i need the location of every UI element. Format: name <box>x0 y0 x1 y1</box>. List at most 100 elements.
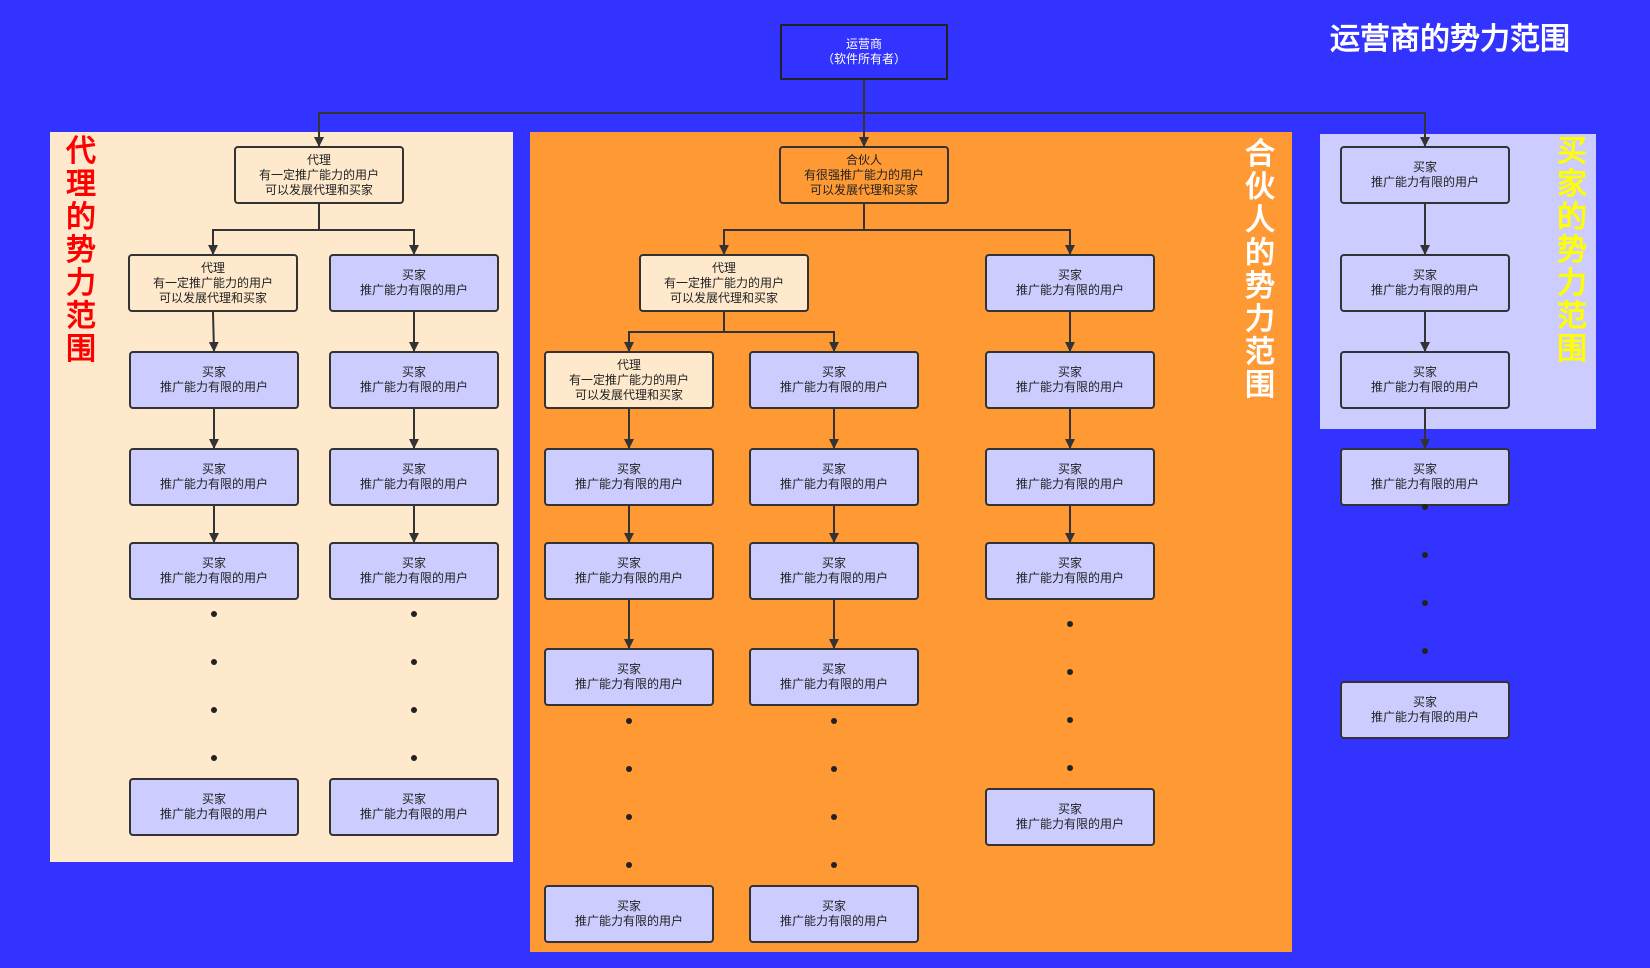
buyer-node[interactable]: 买家推广能力有限的用户 <box>1340 448 1510 506</box>
buyer-node[interactable]: 买家推广能力有限的用户 <box>749 448 919 506</box>
ellipsis-dot <box>1067 765 1073 771</box>
buyer-node-text: 推广能力有限的用户 <box>574 677 683 691</box>
agent-node-text: 有一定推广能力的用户 <box>663 275 784 290</box>
connector-arrow <box>624 312 725 352</box>
buyer-node-text: 推广能力有限的用户 <box>1370 283 1479 297</box>
buyer-region-label: 买家的势力范围 <box>1557 134 1587 367</box>
buyer-node[interactable]: 买家推广能力有限的用户 <box>544 648 714 706</box>
ellipsis-dot <box>831 814 837 820</box>
partner-node-text: 可以发展代理和买家 <box>809 182 918 197</box>
connector-arrow <box>863 204 1075 255</box>
agent-node[interactable]: 代理有一定推广能力的用户可以发展代理和买家 <box>639 254 809 312</box>
buyer-node-text: 买家 <box>616 462 641 476</box>
buyer-node-text: 推广能力有限的用户 <box>159 380 268 394</box>
buyer-node-text: 买家 <box>401 462 426 476</box>
connector-arrow <box>208 204 320 255</box>
root-node-text: （软件所有者） <box>821 52 906 66</box>
buyer-node[interactable]: 买家推广能力有限的用户 <box>749 648 919 706</box>
buyer-node-text: 买家 <box>401 792 426 806</box>
ellipsis-dot <box>411 707 417 713</box>
buyer-node-text: 推广能力有限的用户 <box>574 477 683 491</box>
buyer-node-text: 买家 <box>821 556 846 570</box>
agent-node-text: 可以发展代理和买家 <box>264 182 373 197</box>
buyer-node-text: 推广能力有限的用户 <box>1370 175 1479 189</box>
buyer-node[interactable]: 买家推广能力有限的用户 <box>544 448 714 506</box>
buyer-node-text: 买家 <box>616 556 641 570</box>
buyer-node[interactable]: 买家推广能力有限的用户 <box>1340 681 1510 739</box>
buyer-node-text: 买家 <box>401 268 426 282</box>
buyer-node[interactable]: 买家推广能力有限的用户 <box>129 448 299 506</box>
connector-arrow <box>318 204 419 255</box>
buyer-node-text: 推广能力有限的用户 <box>1015 283 1124 297</box>
buyer-node[interactable]: 买家推广能力有限的用户 <box>329 254 499 312</box>
buyer-node[interactable]: 买家推广能力有限的用户 <box>985 351 1155 409</box>
connector-arrow <box>314 80 865 147</box>
buyer-node-text: 推广能力有限的用户 <box>574 571 683 585</box>
buyer-node[interactable]: 买家推广能力有限的用户 <box>544 885 714 943</box>
buyer-node[interactable]: 买家推广能力有限的用户 <box>985 788 1155 846</box>
buyer-node-text: 推广能力有限的用户 <box>159 477 268 491</box>
buyer-node-text: 买家 <box>401 556 426 570</box>
buyer-node-text: 买家 <box>401 365 426 379</box>
buyer-node-text: 买家 <box>1057 556 1082 570</box>
buyer-node-text: 推广能力有限的用户 <box>359 283 468 297</box>
ellipsis-dot <box>1422 648 1428 654</box>
buyer-node-text: 买家 <box>1412 695 1437 709</box>
buyer-node-text: 买家 <box>1057 462 1082 476</box>
buyer-node[interactable]: 买家推广能力有限的用户 <box>985 448 1155 506</box>
ellipsis-dot <box>411 659 417 665</box>
partner-node-text: 合伙人 <box>845 152 882 167</box>
buyer-node[interactable]: 买家推广能力有限的用户 <box>129 778 299 836</box>
buyer-node[interactable]: 买家推广能力有限的用户 <box>329 542 499 600</box>
ellipsis-dot <box>1422 600 1428 606</box>
agent-node-text: 可以发展代理和买家 <box>669 290 778 305</box>
buyer-node[interactable]: 买家推广能力有限的用户 <box>544 542 714 600</box>
ellipsis-dot <box>626 814 632 820</box>
buyer-node-text: 买家 <box>821 365 846 379</box>
ellipsis-dot <box>831 862 837 868</box>
connector-arrow <box>208 311 219 352</box>
buyer-node-text: 推广能力有限的用户 <box>1370 477 1479 491</box>
buyer-node[interactable]: 买家推广能力有限的用户 <box>329 351 499 409</box>
buyer-node[interactable]: 买家推广能力有限的用户 <box>329 778 499 836</box>
buyer-node[interactable]: 买家推广能力有限的用户 <box>329 448 499 506</box>
agent-node-text: 可以发展代理和买家 <box>158 290 267 305</box>
buyer-node[interactable]: 买家推广能力有限的用户 <box>129 542 299 600</box>
buyer-node[interactable]: 买家推广能力有限的用户 <box>1340 351 1510 409</box>
partner-node-text: 有很强推广能力的用户 <box>803 167 924 182</box>
ellipsis-dot <box>626 766 632 772</box>
partner-node[interactable]: 合伙人有很强推广能力的用户可以发展代理和买家 <box>779 146 949 204</box>
buyer-node[interactable]: 买家推广能力有限的用户 <box>749 885 919 943</box>
buyer-node-text: 买家 <box>616 662 641 676</box>
agent-node-text: 代理 <box>200 260 225 275</box>
buyer-node-text: 买家 <box>201 556 226 570</box>
agent-node[interactable]: 代理有一定推广能力的用户可以发展代理和买家 <box>234 146 404 204</box>
agent-node[interactable]: 代理有一定推广能力的用户可以发展代理和买家 <box>128 254 298 312</box>
buyer-node-text: 推广能力有限的用户 <box>359 380 468 394</box>
agent-node[interactable]: 代理有一定推广能力的用户可以发展代理和买家 <box>544 351 714 409</box>
buyer-node[interactable]: 买家推广能力有限的用户 <box>1340 146 1510 204</box>
buyer-node-text: 推广能力有限的用户 <box>779 677 888 691</box>
buyer-node-text: 推广能力有限的用户 <box>1015 477 1124 491</box>
buyer-node-text: 买家 <box>821 899 846 913</box>
buyer-node[interactable]: 买家推广能力有限的用户 <box>1340 254 1510 312</box>
buyer-node-text: 推广能力有限的用户 <box>359 571 468 585</box>
buyer-node[interactable]: 买家推广能力有限的用户 <box>985 542 1155 600</box>
buyer-node-text: 买家 <box>1412 160 1437 174</box>
buyer-node-text: 买家 <box>201 365 226 379</box>
buyer-node-text: 推广能力有限的用户 <box>359 807 468 821</box>
ellipsis-dot <box>211 659 217 665</box>
buyer-node[interactable]: 买家推广能力有限的用户 <box>749 351 919 409</box>
buyer-node[interactable]: 买家推广能力有限的用户 <box>749 542 919 600</box>
buyer-node[interactable]: 买家推广能力有限的用户 <box>985 254 1155 312</box>
buyer-node-text: 买家 <box>821 462 846 476</box>
buyer-node[interactable]: 买家推广能力有限的用户 <box>129 351 299 409</box>
agent-node-text: 有一定推广能力的用户 <box>568 372 689 387</box>
root-node[interactable]: 运营商（软件所有者） <box>780 24 948 80</box>
buyer-node-text: 推广能力有限的用户 <box>1370 380 1479 394</box>
buyer-node-text: 买家 <box>201 792 226 806</box>
buyer-node-text: 买家 <box>1412 462 1437 476</box>
agent-node-text: 可以发展代理和买家 <box>574 387 683 402</box>
buyer-node-text: 买家 <box>1057 268 1082 282</box>
